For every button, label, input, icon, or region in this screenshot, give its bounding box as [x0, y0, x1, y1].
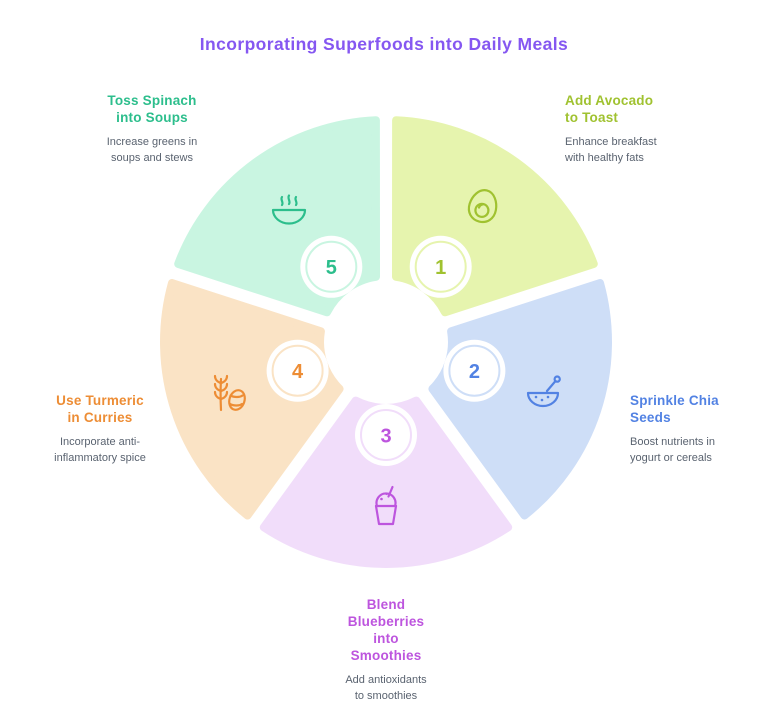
chia-bowl-icon — [526, 375, 561, 408]
badge-ring — [305, 240, 358, 293]
badge-ring — [414, 240, 467, 293]
soup-bowl-icon — [271, 194, 307, 225]
segment-title: Sprinkle Chia Seeds — [630, 393, 719, 425]
segment-label-spinach: Toss Spinach into Soups Increase greens … — [100, 92, 204, 166]
avocado-icon — [467, 189, 498, 224]
number-badge-1: 1 — [409, 235, 472, 298]
turmeric-icon — [213, 374, 246, 412]
segment-title: Blend Blueberries into Smoothies — [347, 597, 425, 663]
badge-number: 3 — [380, 426, 391, 448]
page-title: Incorporating Superfoods into Daily Meal… — [199, 34, 569, 54]
badge-ring — [360, 409, 412, 461]
number-badge-5: 5 — [300, 235, 363, 298]
segment-title: Toss Spinach into Soups — [107, 93, 197, 125]
number-badge-3: 3 — [355, 404, 417, 466]
segment-title: Use Turmeric in Curries — [56, 393, 144, 425]
badge-number: 2 — [469, 361, 480, 383]
segment-label-chia: Sprinkle Chia Seeds Boost nutrients in y… — [630, 392, 730, 466]
segment-description: Enhance breakfast with healthy fats — [565, 136, 657, 164]
chia-seeds-dots — [534, 395, 550, 402]
segment-description: Add antioxidants to smoothies — [345, 674, 427, 702]
badge-number: 4 — [292, 361, 304, 383]
segment-title: Add Avocado to Toast — [565, 93, 654, 125]
badge-ring — [448, 344, 501, 397]
berry-dots — [380, 492, 388, 501]
segment-label-turmeric: Use Turmeric in Curries Incorporate anti… — [52, 392, 148, 466]
segment-description: Boost nutrients in yogurt or cereals — [630, 436, 715, 464]
number-badge-4: 4 — [266, 339, 329, 402]
badge-ring — [271, 344, 324, 397]
badge-number: 5 — [326, 257, 337, 279]
segment-description: Increase greens in soups and stews — [106, 136, 198, 164]
number-badge-2: 2 — [443, 339, 506, 402]
segment-description: Incorporate anti-inflammatory spice — [54, 436, 146, 464]
segment-label-blueberries: Blend Blueberries into Smoothies Add ant… — [340, 596, 432, 704]
segment-label-avocado: Add Avocado to Toast Enhance breakfast w… — [565, 92, 660, 166]
badge-number: 1 — [435, 257, 446, 279]
smoothie-icon — [374, 485, 398, 526]
